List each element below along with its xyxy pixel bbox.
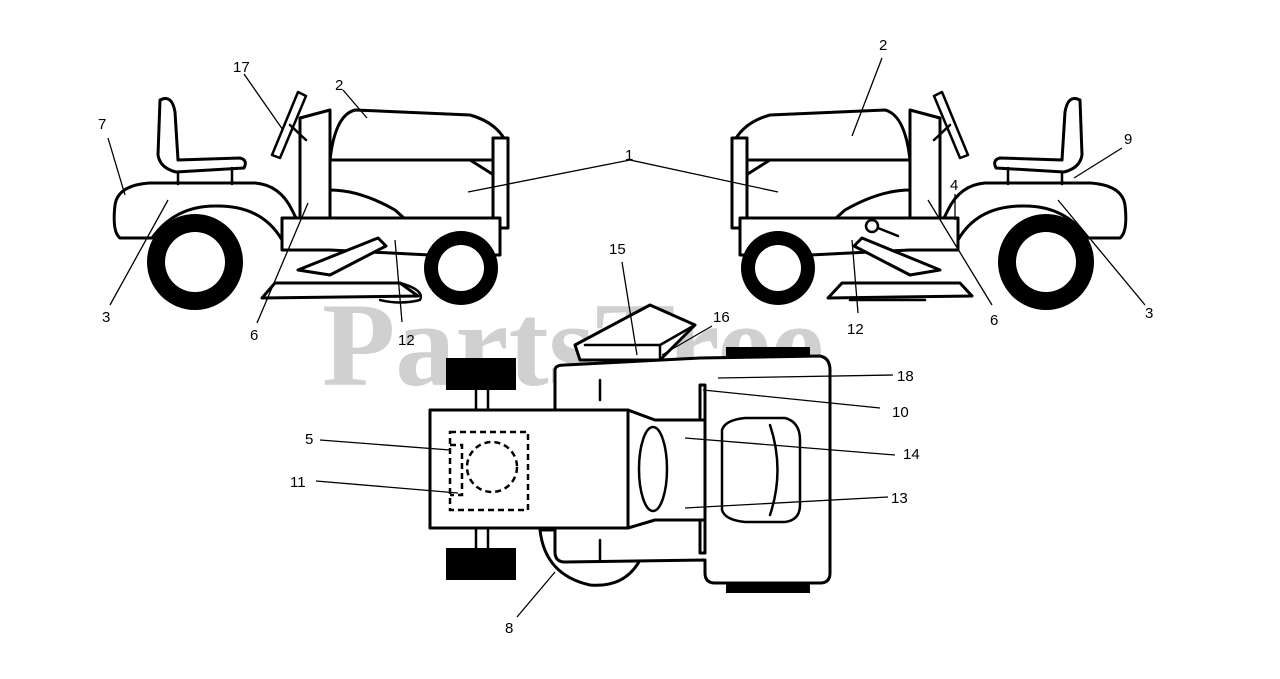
top-engine-outline	[448, 430, 530, 512]
top-front-right-tire	[446, 548, 516, 580]
left-rear-rim	[165, 232, 225, 292]
right-dash-panel	[908, 108, 942, 234]
callout-14: 14	[903, 446, 920, 463]
callout-9: 9	[1124, 131, 1132, 148]
top-steering-wheel	[637, 425, 669, 513]
right-key-icon	[864, 218, 880, 234]
left-seat-post	[176, 166, 234, 186]
top-chute-fold	[583, 323, 697, 362]
callout-1: 1	[625, 147, 633, 164]
leader-5	[319, 439, 451, 451]
callout-16: 16	[713, 309, 730, 326]
callout-15: 15	[609, 241, 626, 258]
callout-8: 8	[505, 620, 513, 637]
leader-8	[516, 571, 556, 618]
leader-2-left	[342, 89, 368, 119]
callout-5: 5	[305, 431, 313, 448]
leader-6-left	[256, 202, 309, 324]
callout-2-right: 2	[879, 37, 887, 54]
leader-11	[315, 480, 459, 494]
leader-1-left	[467, 159, 631, 193]
right-seat	[993, 97, 1084, 174]
leader-6-right	[927, 199, 993, 306]
left-seat	[156, 97, 247, 174]
left-grille	[491, 136, 510, 230]
callout-12-left: 12	[398, 332, 415, 349]
leader-9	[1073, 147, 1123, 179]
right-lift-lever	[852, 236, 942, 277]
callout-12-right: 12	[847, 321, 864, 338]
left-lift-lever	[296, 236, 388, 277]
leader-17	[243, 73, 284, 131]
top-seat-back	[768, 423, 779, 517]
left-rear-fender	[112, 181, 304, 242]
left-hood-top	[328, 108, 507, 162]
callout-7: 7	[98, 116, 106, 133]
left-steering-wheel	[270, 90, 308, 160]
leader-1-right	[629, 159, 779, 193]
right-seat-post	[1006, 166, 1064, 186]
top-panel-outline	[450, 443, 464, 497]
callout-2-left: 2	[335, 77, 343, 94]
left-deck-cord	[378, 281, 423, 304]
callout-11: 11	[290, 474, 306, 491]
leader-13	[684, 496, 889, 509]
leader-18	[717, 374, 894, 379]
left-front-rim	[438, 245, 484, 291]
right-front-rim	[755, 245, 801, 291]
leader-3-left	[109, 199, 169, 306]
leader-14	[684, 437, 896, 456]
callout-10: 10	[892, 404, 909, 421]
top-fuel-cap-outline	[465, 440, 519, 494]
leader-12-right	[851, 239, 859, 314]
callout-3-right: 3	[1145, 305, 1153, 322]
leader-3-right	[1057, 199, 1146, 306]
tractor-left-side-view	[112, 90, 510, 310]
top-front-axle	[474, 388, 490, 550]
leader-10	[702, 389, 881, 409]
callout-18: 18	[897, 368, 914, 385]
top-seat	[720, 416, 802, 524]
tractor-top-view	[428, 303, 832, 593]
leader-lines	[107, 57, 1146, 618]
leader-16	[661, 325, 713, 356]
leader-15	[621, 261, 638, 356]
leader-12-left	[394, 239, 403, 323]
right-rear-rim	[1016, 232, 1076, 292]
callout-6-right: 6	[990, 312, 998, 329]
leader-7	[107, 137, 126, 196]
callout-labels: 1 2 2 3 3 4 5 6 6 7 8 9 10 11 12 12 13 1…	[98, 37, 1153, 637]
callout-4: 4	[950, 177, 958, 194]
callout-17: 17	[233, 59, 250, 76]
left-mower-deck	[260, 281, 420, 300]
left-steering-column	[288, 123, 308, 142]
right-grille	[730, 136, 749, 230]
right-steering-wheel	[932, 90, 970, 160]
left-dash-panel	[298, 108, 332, 234]
right-mower-deck	[826, 281, 974, 300]
callout-3-left: 3	[102, 309, 110, 326]
callout-13: 13	[891, 490, 908, 507]
leader-2-right	[851, 57, 883, 137]
right-steering-column	[932, 123, 952, 142]
top-front-left-tire	[446, 358, 516, 390]
right-hood-top	[733, 108, 912, 162]
right-key-shaft	[876, 226, 900, 238]
callout-6-left: 6	[250, 327, 258, 344]
